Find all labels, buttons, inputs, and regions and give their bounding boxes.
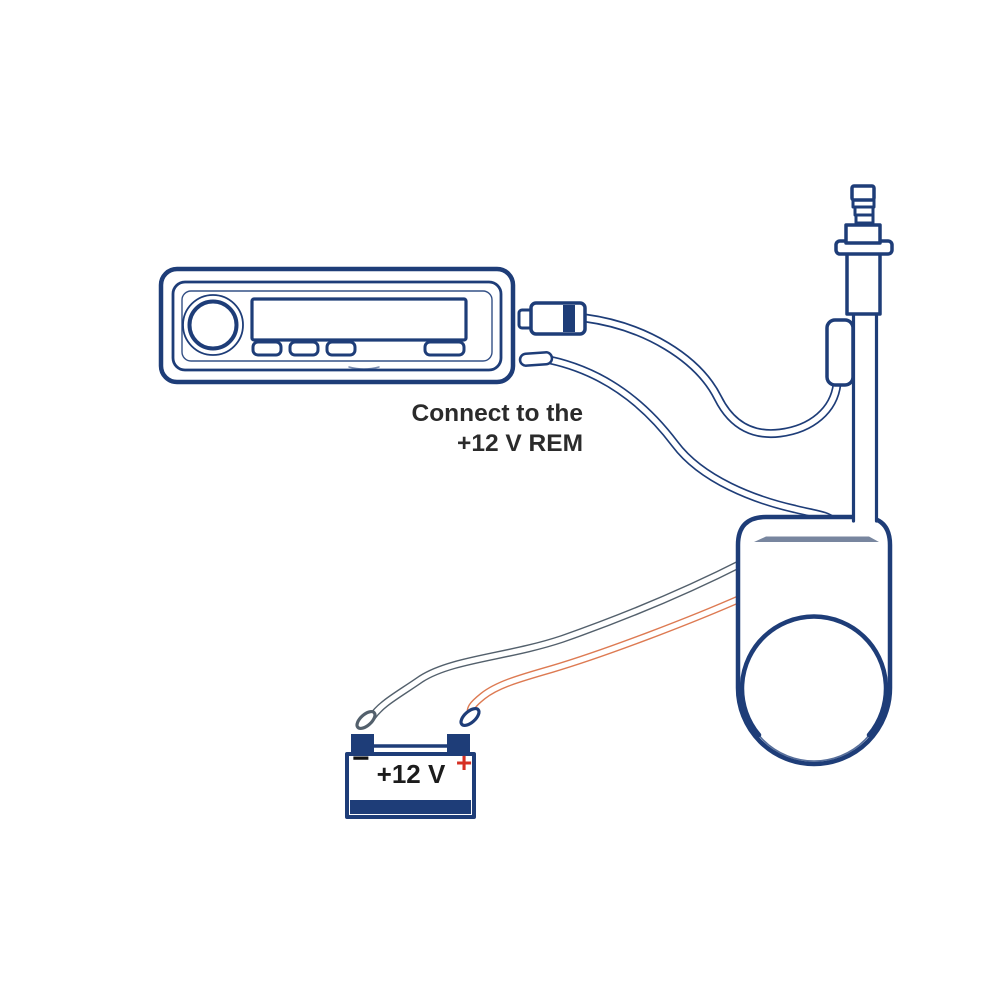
power-ring-terminal — [459, 706, 481, 728]
battery: − + +12 V — [345, 734, 476, 819]
stereo-button-1 — [251, 340, 283, 357]
antenna-mast — [834, 184, 894, 523]
mast-collar — [844, 223, 882, 245]
amplifier-housing — [735, 514, 893, 767]
rem-wire — [550, 360, 833, 521]
rem-note: Connect to the +12 V REM — [412, 400, 584, 457]
battery-voltage-label: +12 V — [377, 759, 446, 789]
stereo-button-3 — [325, 340, 357, 357]
stereo-eject-slot — [348, 366, 380, 370]
stereo-display — [250, 297, 468, 342]
rem-wire-outline — [550, 360, 833, 521]
rem-wire-core — [550, 360, 833, 521]
battery-negative-symbol: − — [352, 742, 370, 775]
battery-base-band — [350, 800, 471, 814]
stereo-button-wide — [423, 340, 466, 357]
battery-positive-symbol: + — [456, 747, 472, 778]
speaker-circle — [739, 614, 889, 738]
power-wire — [471, 597, 744, 716]
mast-lower-tube-fill — [852, 313, 878, 522]
ground-wire — [372, 562, 744, 717]
mast-upper-tube — [845, 250, 882, 316]
rem-terminal — [518, 351, 554, 367]
volume-knob — [187, 299, 239, 351]
battery-positive-post — [447, 734, 470, 754]
stereo-head-unit — [158, 266, 516, 385]
power-wire-core — [471, 597, 744, 716]
antenna-cable — [585, 318, 837, 434]
battery-negative-post — [351, 734, 374, 754]
stereo-button-2 — [288, 340, 320, 357]
mast-cable-bracket — [825, 318, 855, 387]
rem-note-line2: +12 V REM — [457, 430, 583, 457]
antenna-plug-band — [563, 305, 575, 332]
amplifier-body — [735, 514, 893, 767]
volume-knob-outer — [182, 294, 244, 356]
amplifier-vent-slot — [754, 536, 879, 542]
rem-note-line1: Connect to the — [412, 400, 584, 427]
antenna-plug — [517, 301, 587, 336]
mast-tip-cap — [850, 184, 876, 202]
rem-terminal-pin — [518, 351, 554, 367]
stereo-faceplate-bezel — [181, 290, 493, 362]
antenna-cable-outline — [585, 318, 837, 434]
ground-ring-terminal — [355, 709, 377, 731]
antenna-cable-core — [585, 318, 837, 434]
antenna-plug-body — [529, 301, 587, 336]
